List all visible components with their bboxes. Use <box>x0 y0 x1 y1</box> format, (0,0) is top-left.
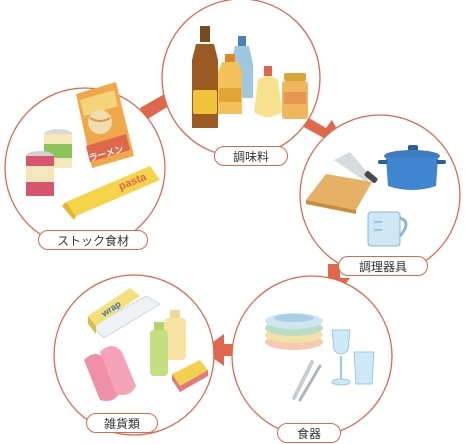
arrow-dishes-to-misc <box>202 334 236 366</box>
pot-and-cutting-board-icon <box>306 145 446 247</box>
cookware-label: 調理器具 <box>338 256 428 276</box>
bottles-icon <box>192 26 308 128</box>
misc-label: 雑貨類 <box>86 413 158 433</box>
wrap-gloves-sponge-icon: wrap <box>84 288 208 401</box>
dishes-label: 食器 <box>277 423 341 443</box>
seasoning-label: 調味料 <box>214 146 288 166</box>
plates-and-glasses-icon <box>265 313 375 402</box>
stock-label: ストック食材 <box>38 230 148 250</box>
cans-and-noodles-icon: ラーメン pasta <box>26 82 160 220</box>
